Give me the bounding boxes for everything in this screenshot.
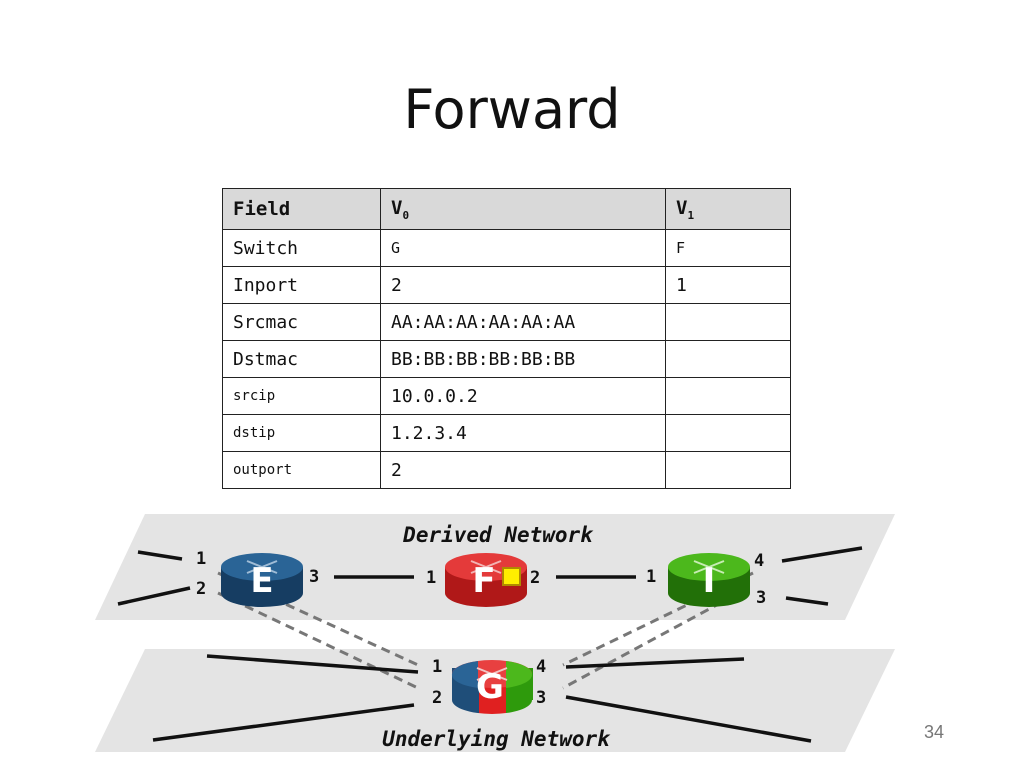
link-e1 <box>137 550 183 561</box>
underlying-network-label: Underlying Network <box>382 727 611 751</box>
header-field: Field <box>222 188 381 230</box>
cell-v1 <box>665 451 791 489</box>
switch-g-base-mask <box>450 700 534 720</box>
cell-v0: BB:BB:BB:BB:BB:BB <box>380 340 666 378</box>
table-row: srcip 10.0.0.2 <box>222 377 791 415</box>
port-i4: 4 <box>754 551 764 571</box>
cell-v0: 2 <box>380 451 666 489</box>
link-g3 <box>565 695 812 743</box>
table-row: Inport 2 1 <box>222 266 791 304</box>
header-v1-base: V <box>676 196 688 219</box>
port-f2: 2 <box>530 568 540 588</box>
router-arrows-icon <box>470 560 502 574</box>
switch-g-letter: G <box>476 667 504 707</box>
derived-network-label: Derived Network <box>402 523 594 547</box>
port-i1: 1 <box>646 567 656 587</box>
header-v0: V0 <box>380 188 666 230</box>
slide-title: Forward <box>403 78 621 141</box>
switch-f-letter: F <box>472 561 495 601</box>
cell-v1 <box>665 303 791 341</box>
table-row: Dstmac BB:BB:BB:BB:BB:BB <box>222 340 791 378</box>
router-arrows-icon <box>476 667 508 681</box>
table-header-row: Field V0 V1 <box>222 188 791 230</box>
switch-f: F <box>445 553 527 607</box>
mapping-line <box>217 591 419 690</box>
table-row: Srcmac AA:AA:AA:AA:AA:AA <box>222 303 791 341</box>
port-g2: 2 <box>432 688 442 708</box>
cell-v1: 1 <box>665 266 791 304</box>
cell-field: Inport <box>222 266 381 304</box>
router-arrows-icon <box>246 560 278 574</box>
switch-i-letter: I <box>703 561 716 601</box>
link-g4 <box>565 657 745 669</box>
cell-v0: AA:AA:AA:AA:AA:AA <box>380 303 666 341</box>
cell-v0: 2 <box>380 266 666 304</box>
table-row: outport 2 <box>222 451 791 489</box>
table-row: dstip 1.2.3.4 <box>222 414 791 452</box>
cell-v0: G <box>380 229 666 267</box>
cell-field: outport <box>222 451 381 489</box>
link-i4 <box>781 546 863 563</box>
port-g3: 3 <box>536 688 546 708</box>
links <box>117 546 863 743</box>
slide-number: 34 <box>923 722 944 742</box>
packet-icon <box>502 567 521 586</box>
port-i3: 3 <box>756 588 766 608</box>
cell-v1 <box>665 340 791 378</box>
switch-e: E <box>221 553 303 607</box>
port-e1: 1 <box>196 549 206 569</box>
header-v1-sub: 1 <box>687 208 695 222</box>
port-g1: 1 <box>432 657 442 677</box>
switch-e-letter: E <box>250 561 273 601</box>
port-e3: 3 <box>309 567 319 587</box>
header-v1: V1 <box>665 188 791 230</box>
link-i3 <box>785 596 829 606</box>
port-e2: 2 <box>196 579 206 599</box>
forwarding-table: Field V0 V1 Switch G F Inport 2 1 Srcmac… <box>222 188 791 489</box>
header-v0-base: V <box>391 196 403 219</box>
cell-v1 <box>665 414 791 452</box>
switch-g: G <box>451 660 533 718</box>
link-g2 <box>152 703 415 742</box>
router-arrows-icon <box>693 560 725 574</box>
switch-i: I <box>668 553 750 607</box>
port-f1: 1 <box>426 568 436 588</box>
link-g1 <box>206 654 419 674</box>
link-e2 <box>117 586 191 606</box>
port-g4: 4 <box>536 657 546 677</box>
header-v0-sub: 0 <box>402 208 410 222</box>
cell-field: Dstmac <box>222 340 381 378</box>
cell-v0: 1.2.3.4 <box>380 414 666 452</box>
